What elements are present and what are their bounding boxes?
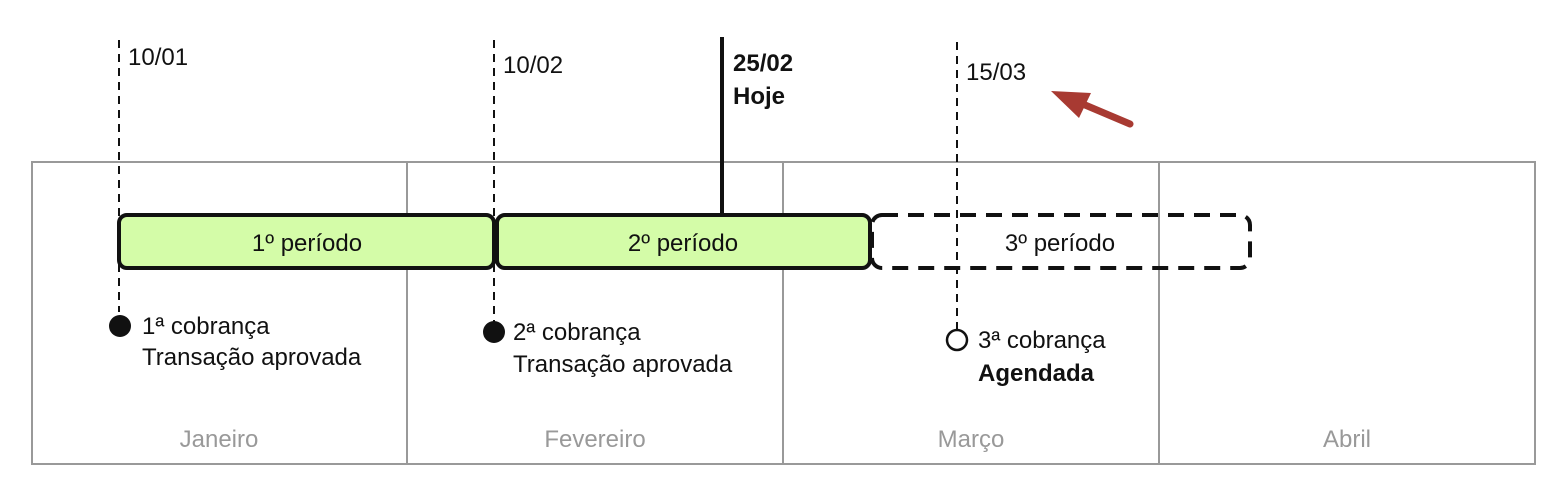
period-label-1: 1º período: [252, 230, 362, 257]
date-label-3: 15/03: [966, 59, 1026, 86]
charge-status-2: Transação aprovada: [513, 351, 733, 378]
date-label-1: 10/01: [128, 44, 188, 71]
charge-dot-filled: [483, 321, 505, 343]
charge-title-3: 3ª cobrança: [978, 327, 1106, 354]
pointer-arrow-icon: [1051, 91, 1134, 128]
period-label-3: 3º período: [1005, 230, 1115, 257]
month-label-janeiro: Janeiro: [180, 426, 259, 453]
today-label: Hoje: [733, 83, 785, 110]
month-label-marco: Março: [938, 426, 1005, 453]
charge-title-2: 2ª cobrança: [513, 319, 641, 346]
charge-status-3: Agendada: [978, 360, 1095, 387]
date-label-2: 10/02: [503, 52, 563, 79]
period-label-2: 2º período: [628, 230, 738, 257]
period-bar-3-planned: [870, 213, 1252, 270]
charge-dot-filled: [109, 315, 131, 337]
month-label-abril: Abril: [1323, 426, 1371, 453]
charge-status-1: Transação aprovada: [142, 344, 362, 371]
charge-title-1: 1ª cobrança: [142, 313, 270, 340]
month-label-fevereiro: Fevereiro: [544, 426, 645, 453]
charge-dot-hollow: [945, 328, 969, 352]
today-date: 25/02: [733, 50, 793, 77]
